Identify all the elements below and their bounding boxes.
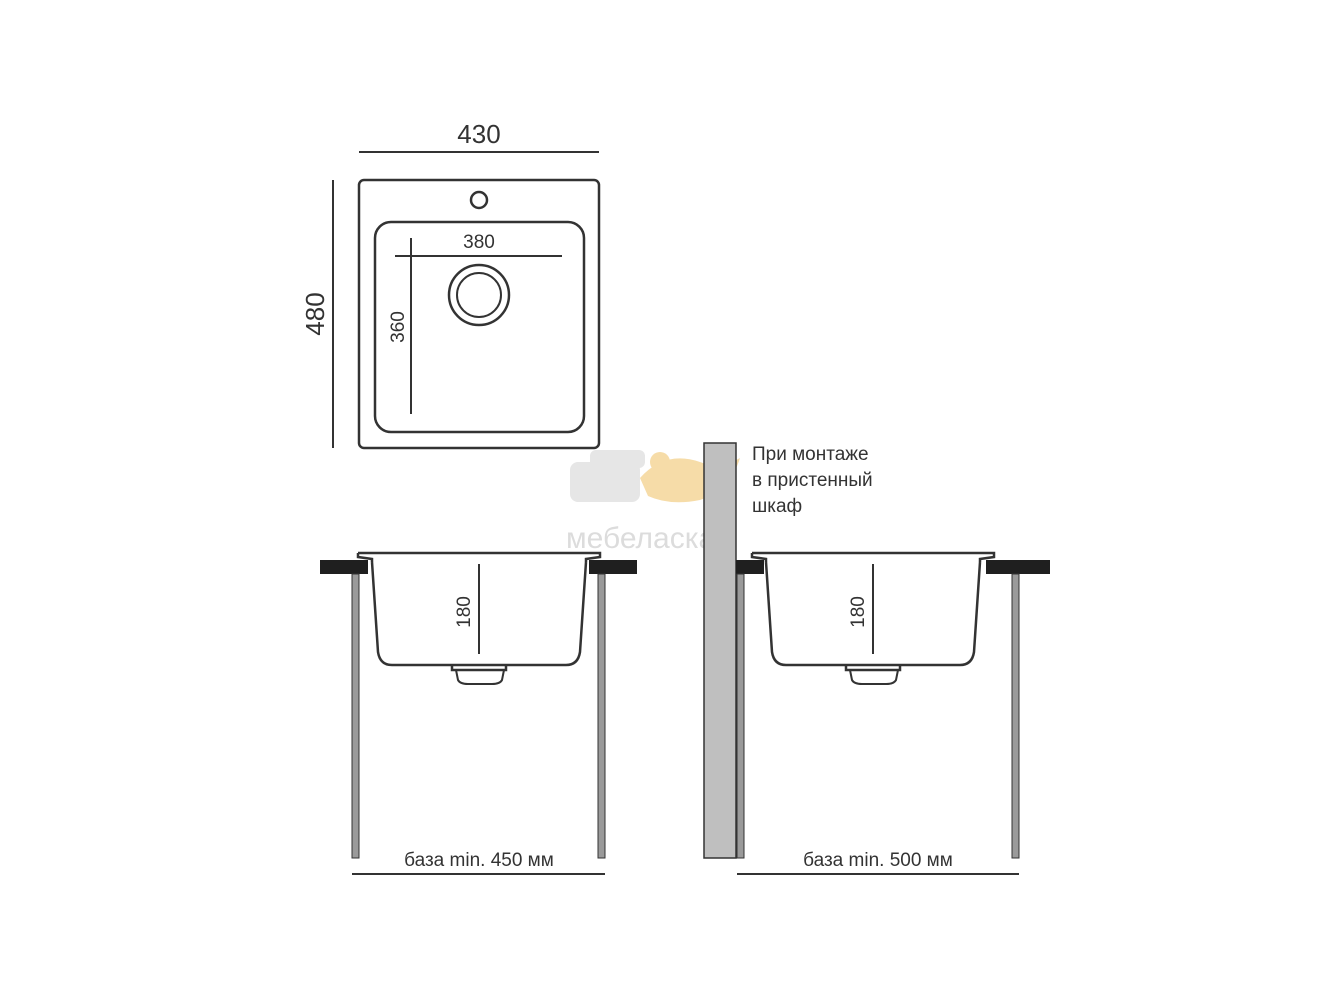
base-label: база min. 450 мм: [404, 850, 554, 871]
wall-panel: [703, 442, 737, 859]
countertop-left: [736, 560, 764, 574]
sink-outline: [357, 178, 601, 450]
countertop-right: [589, 560, 637, 574]
sink-rim: [750, 551, 996, 562]
drain-outer: [447, 263, 511, 327]
note-line-2: в пристенный: [752, 470, 873, 491]
cabinet-leg-left: [351, 573, 360, 859]
bowl-outline: [373, 220, 586, 434]
countertop-left: [320, 560, 368, 574]
drain-flange: [844, 665, 902, 672]
drain-flange: [450, 665, 508, 672]
note-line-3: шкаф: [752, 496, 802, 517]
bowl-profile: [764, 561, 982, 667]
faucet-hole: [469, 190, 489, 210]
depth-label: 180: [848, 596, 869, 628]
drain-body: [849, 669, 899, 685]
cabinet-leg-left: [736, 573, 745, 859]
base-label: база min. 500 мм: [803, 850, 953, 871]
bowl-width-label: 380: [463, 232, 495, 253]
drain-inner: [456, 272, 502, 318]
depth-label: 180: [454, 596, 475, 628]
watermark-text: мебеласка: [566, 522, 715, 555]
bowl-profile: [370, 561, 588, 667]
bowl-length-label: 360: [388, 311, 409, 343]
height-label: 480: [300, 292, 330, 335]
top-view: 430 480 380 360: [300, 119, 601, 450]
width-label: 430: [457, 119, 500, 149]
side-view-standard: 180 база min. 450 мм: [320, 551, 637, 875]
drain-body: [455, 669, 505, 685]
cabinet-leg-right: [597, 573, 606, 859]
sink-rim: [356, 551, 602, 562]
side-view-wall: При монтаже в пристенный шкаф 180 база m…: [703, 442, 1050, 875]
cabinet-leg-right: [1011, 573, 1020, 859]
note-line-1: При монтаже: [752, 444, 869, 465]
countertop-right: [986, 560, 1050, 574]
